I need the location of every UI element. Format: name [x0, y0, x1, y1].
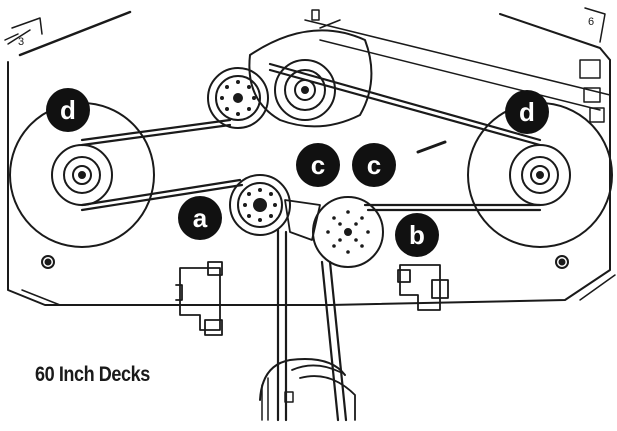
corner-mark-top-right: 6 [584, 7, 606, 43]
idler-pulley-b [312, 196, 384, 268]
marker-c-right: c [352, 143, 396, 187]
corner-mark-top-right-text: 6 [588, 16, 594, 28]
marker-c-right-label: c [367, 150, 381, 180]
marker-d-right-label: d [519, 97, 535, 127]
marker-b: b [395, 213, 439, 257]
center-shroud [248, 29, 373, 128]
deck-bolts [41, 255, 569, 269]
right-bracket [397, 264, 449, 311]
left-bracket [175, 261, 223, 336]
diagram-caption: 60 Inch Decks [35, 363, 150, 386]
corner-mark-top-left-text: 3 [18, 36, 24, 48]
upper-idler-pulley [207, 67, 269, 129]
idler-arm [284, 199, 321, 241]
belt-guide [416, 140, 447, 154]
marker-c-left-label: c [311, 150, 325, 180]
drive-belt [80, 62, 542, 422]
marker-c-left: c [296, 143, 340, 187]
corner-mark-top-left: 3 [11, 17, 43, 48]
right-side-hardware [579, 59, 605, 123]
engine-pulley [259, 358, 356, 421]
marker-a: a [178, 196, 222, 240]
marker-d-left-label: d [60, 95, 76, 125]
marker-d-left: d [46, 88, 90, 132]
marker-d-right: d [505, 90, 549, 134]
idler-pulley-a [229, 174, 291, 236]
center-spindle-pulley [274, 59, 336, 121]
deck-housing [4, 9, 616, 306]
marker-b-label: b [409, 220, 425, 250]
marker-a-label: a [193, 203, 208, 233]
